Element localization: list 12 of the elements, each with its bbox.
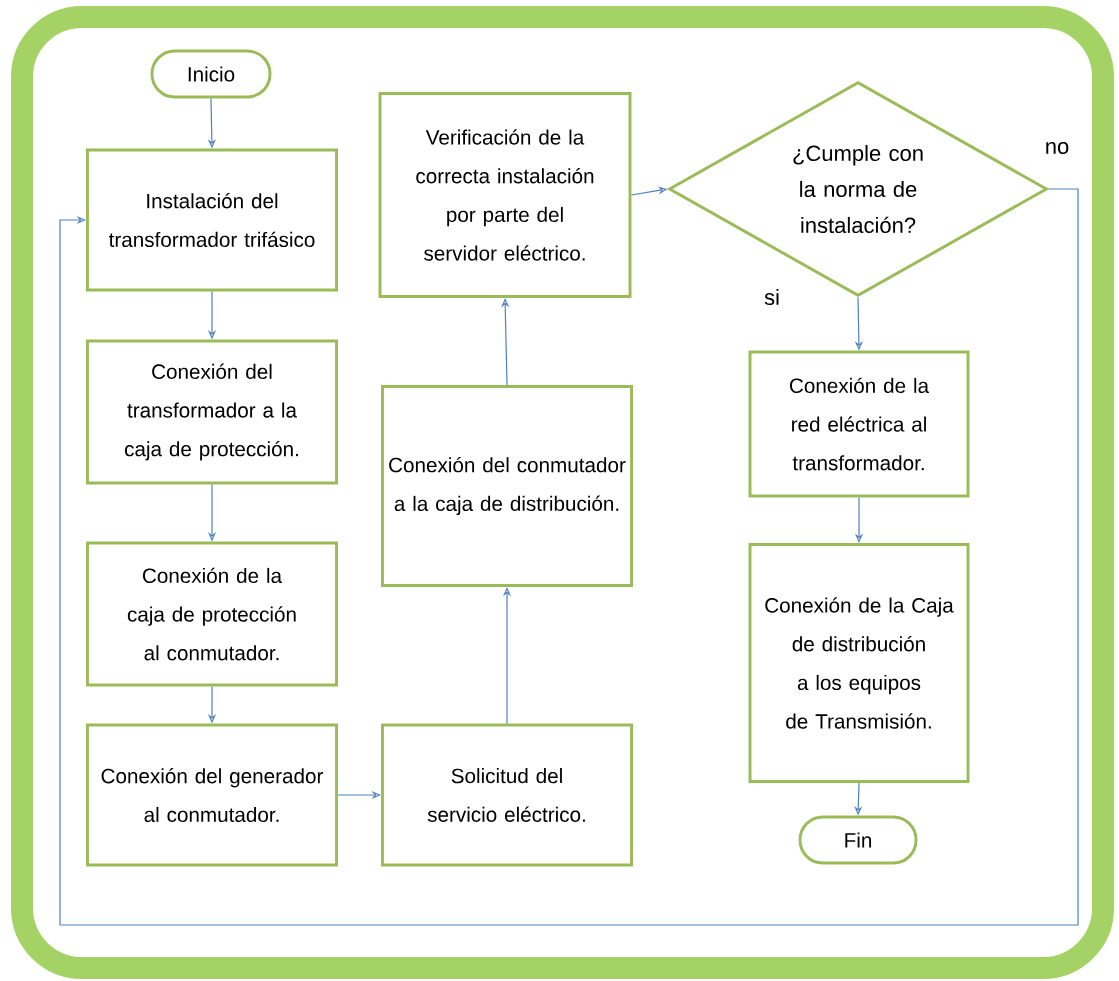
process-box: Conexión de la caja de protección al conmutador. <box>86 541 338 687</box>
process-box: Verificación de la correcta instalación por parte del servidor eléctrico. <box>378 92 632 298</box>
process-box: Conexión del generador al conmutador. <box>86 723 338 867</box>
arrow <box>59 188 1079 926</box>
process-box: Solicitud del servicio eléctrico. <box>381 723 633 867</box>
terminal-pill: Inicio <box>150 49 272 99</box>
process-box: Conexión del transformador a la caja de protección. <box>86 339 338 485</box>
process-box: Conexión de la Caja de distribución a los equipos de Transmisión. <box>748 543 970 783</box>
process-box: Instalación del transformador trifásico <box>86 148 338 292</box>
terminal-pill: Fin <box>798 815 918 865</box>
process-box: Conexión de la red eléctrica al transformador. <box>748 350 970 498</box>
process-box: Conexión del conmutador a la caja de distribución. <box>381 385 633 587</box>
